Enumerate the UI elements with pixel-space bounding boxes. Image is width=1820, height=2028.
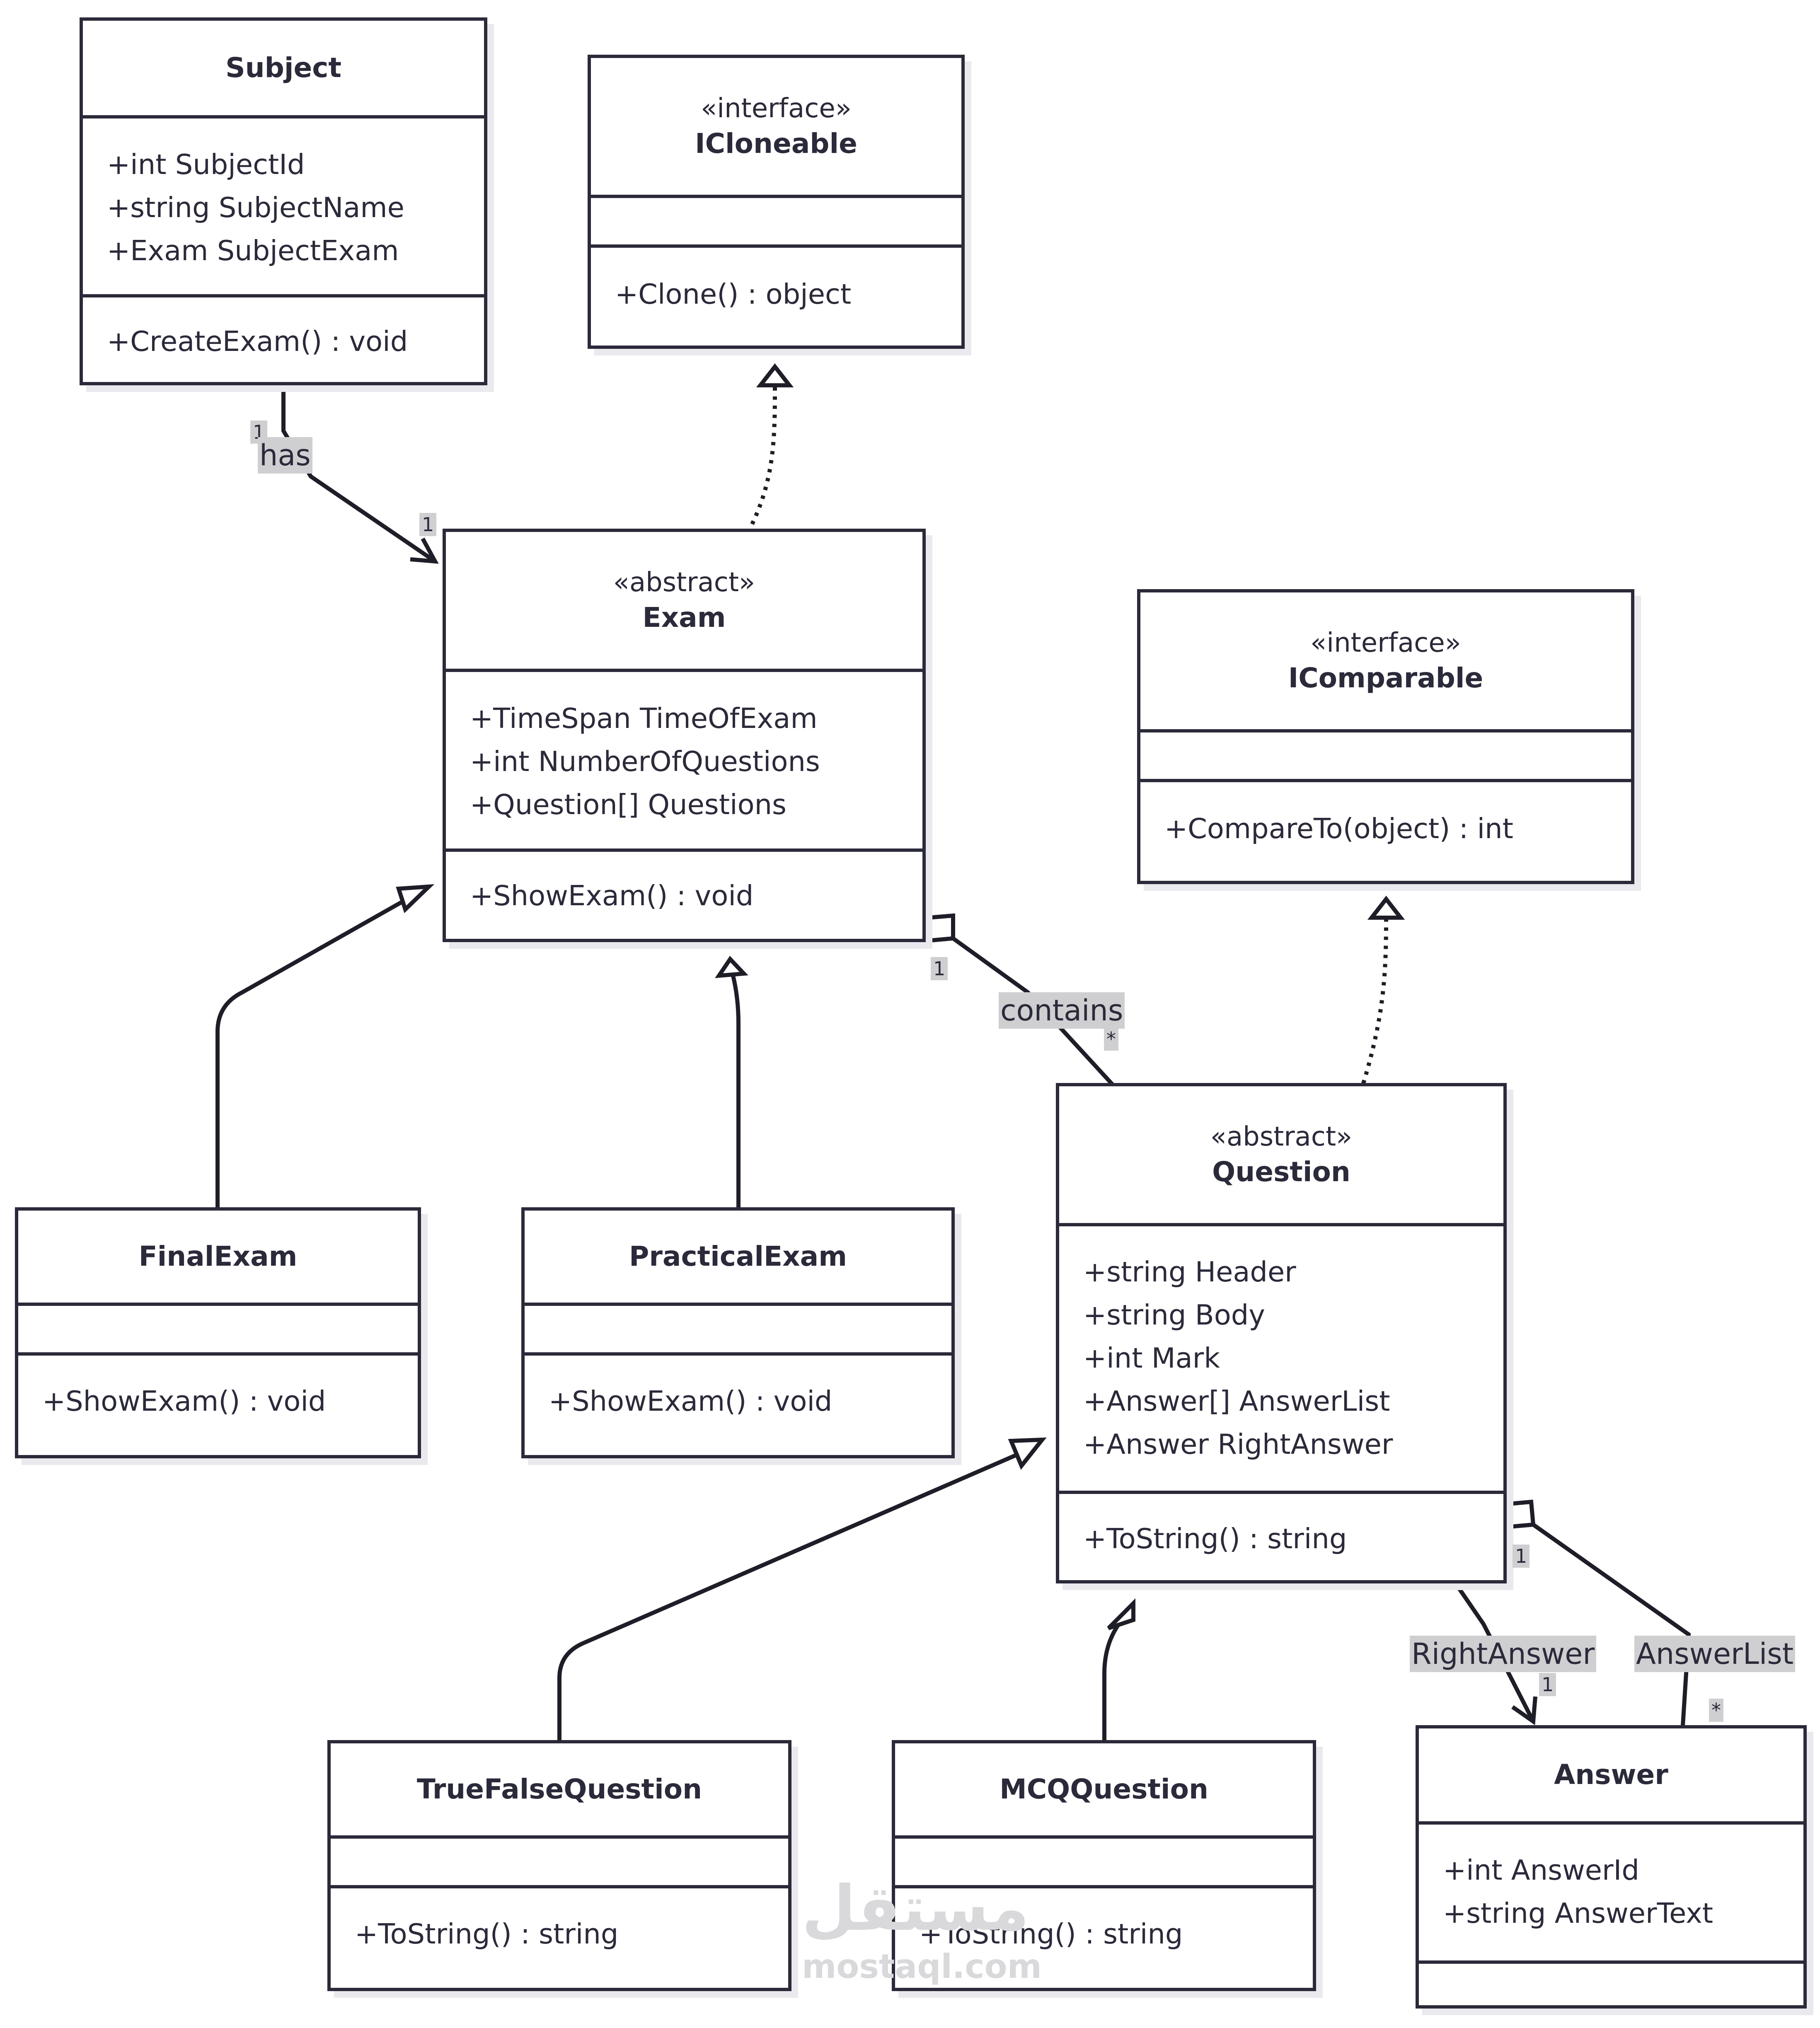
method-list: +ShowExam() : void	[470, 874, 918, 917]
class-icloneable: «interface» ICloneable +Clone() : object	[588, 55, 965, 349]
attribute-list: +int AnswerId +string AnswerText	[1443, 1849, 1799, 1935]
answerlist-target-multiplicity: *	[1709, 1699, 1723, 1722]
contains-aggregation-label: contains	[999, 992, 1125, 1029]
method-list: +ShowExam() : void	[549, 1380, 947, 1423]
attribute: +Question[] Questions	[470, 788, 787, 821]
has-association-label: has	[258, 437, 312, 474]
method: +ShowExam() : void	[470, 880, 754, 912]
mcq-generalization-arrowhead	[1107, 1598, 1135, 1630]
answerlist-aggregation-diamond	[1506, 1499, 1536, 1529]
watermark-url: mostaql.com	[802, 1947, 1042, 1986]
finalexam-generalization-line	[215, 893, 416, 1209]
method: +ToString() : string	[1083, 1523, 1347, 1555]
rightanswer-association-label: RightAnswer	[1410, 1636, 1597, 1672]
attribute: +string SubjectName	[107, 191, 404, 224]
rightanswer-arrowhead	[1511, 1696, 1537, 1726]
contains-source-multiplicity: 1	[931, 957, 948, 980]
class-truefalsequestion: TrueFalseQuestion +ToString() : string	[327, 1740, 791, 1991]
watermark-logo: مستقل	[802, 1873, 1029, 1945]
class-practicalexam: PracticalExam +ShowExam() : void	[521, 1207, 955, 1458]
method-list: +ToString() : string	[355, 1912, 784, 1955]
method: +CompareTo(object) : int	[1164, 812, 1513, 845]
attribute: +TimeSpan TimeOfExam	[470, 702, 818, 735]
method: +Clone() : object	[615, 278, 852, 310]
class-stereotype: «interface»	[701, 93, 852, 124]
class-stereotype: «interface»	[1310, 627, 1461, 658]
rightanswer-association-line	[1452, 1581, 1535, 1723]
answerlist-aggregation-label: AnswerList	[1634, 1636, 1796, 1672]
class-exam: «abstract» Exam +TimeSpan TimeOfExam +in…	[443, 529, 926, 942]
contains-target-multiplicity: *	[1104, 1027, 1118, 1051]
method: +CreateExam() : void	[107, 325, 408, 358]
attribute: +int NumberOfQuestions	[470, 745, 820, 778]
question-icomparable-realization-line	[1361, 917, 1388, 1084]
practicalexam-generalization-line	[729, 969, 741, 1209]
method-list: +ToString() : string	[919, 1912, 1309, 1955]
class-icomparable: «interface» IComparable +CompareTo(objec…	[1137, 589, 1634, 884]
exam-icloneable-realization-line	[750, 383, 777, 525]
class-name: TrueFalseQuestion	[416, 1773, 702, 1806]
class-answer: Answer +int AnswerId +string AnswerText	[1416, 1725, 1807, 2009]
rightanswer-target-multiplicity: 1	[1539, 1673, 1556, 1696]
method: +ShowExam() : void	[549, 1385, 833, 1417]
class-name: IComparable	[1288, 662, 1484, 694]
method-list: +Clone() : object	[615, 273, 957, 316]
icloneable-realization-arrowhead	[756, 363, 794, 387]
attribute: +Exam SubjectExam	[107, 234, 399, 267]
class-name: Answer	[1554, 1759, 1668, 1791]
class-stereotype: «abstract»	[613, 567, 755, 598]
attribute: +Answer[] AnswerList	[1083, 1385, 1390, 1417]
attribute: +string AnswerText	[1443, 1897, 1714, 1929]
class-name: PracticalExam	[629, 1240, 847, 1273]
class-name: Subject	[225, 52, 341, 84]
attribute: +int SubjectId	[107, 148, 305, 181]
mcq-generalization-line	[1102, 1623, 1121, 1742]
class-subject: Subject +int SubjectId +string SubjectNa…	[80, 17, 487, 385]
method: +ToString() : string	[355, 1918, 619, 1950]
class-name: Exam	[642, 601, 726, 633]
has-arrowhead	[410, 537, 439, 564]
truefalse-generalization-arrowhead	[1008, 1437, 1047, 1470]
answerlist-source-multiplicity: 1	[1513, 1545, 1530, 1568]
attribute-list: +string Header +string Body +int Mark +A…	[1083, 1250, 1499, 1466]
class-name: MCQQuestion	[1000, 1773, 1208, 1806]
class-question: «abstract» Question +string Header +stri…	[1056, 1083, 1507, 1583]
class-name: FinalExam	[138, 1240, 298, 1273]
method-list: +CompareTo(object) : int	[1164, 807, 1627, 850]
attribute: +int AnswerId	[1443, 1854, 1639, 1886]
attribute: +string Header	[1083, 1256, 1296, 1288]
method-list: +CreateExam() : void	[107, 320, 480, 363]
attribute: +string Body	[1083, 1299, 1265, 1331]
finalexam-generalization-arrowhead	[396, 884, 435, 914]
attribute: +int Mark	[1083, 1342, 1220, 1374]
class-stereotype: «abstract»	[1210, 1121, 1353, 1152]
class-mcqquestion: MCQQuestion +ToString() : string	[892, 1740, 1316, 1991]
class-name: ICloneable	[695, 127, 857, 160]
method-list: +ToString() : string	[1083, 1517, 1499, 1560]
truefalse-generalization-line	[557, 1448, 1029, 1742]
method-list: +ShowExam() : void	[42, 1380, 414, 1423]
answerlist-aggregation-line	[1532, 1523, 1691, 1732]
class-finalexam: FinalExam +ShowExam() : void	[15, 1207, 421, 1458]
attribute-list: +TimeSpan TimeOfExam +int NumberOfQuesti…	[470, 697, 918, 826]
method: +ToString() : string	[919, 1918, 1183, 1950]
class-name: Question	[1212, 1155, 1350, 1188]
has-target-multiplicity: 1	[419, 513, 437, 536]
attribute: +Answer RightAnswer	[1083, 1428, 1393, 1460]
practicalexam-generalization-arrowhead	[715, 956, 748, 978]
icomparable-realization-arrowhead	[1367, 895, 1405, 920]
attribute-list: +int SubjectId +string SubjectName +Exam…	[107, 143, 480, 272]
method: +ShowExam() : void	[42, 1385, 326, 1417]
contains-aggregation-diamond	[926, 913, 955, 943]
